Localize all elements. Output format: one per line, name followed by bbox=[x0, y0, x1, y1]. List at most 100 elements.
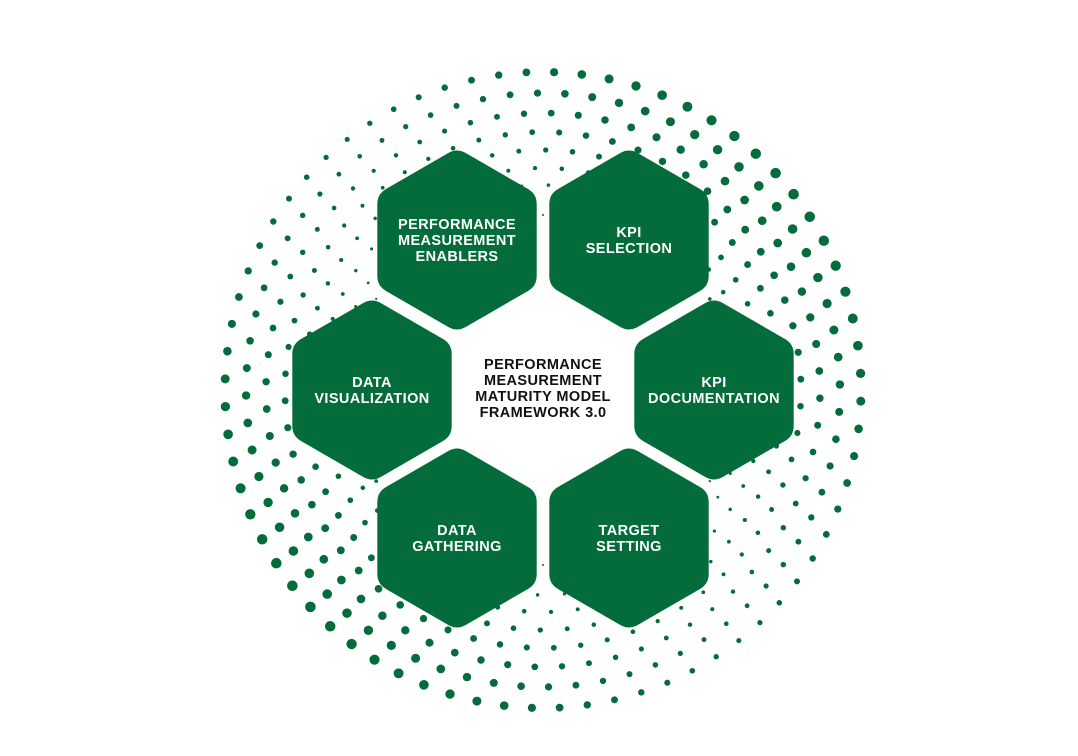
halo-dot bbox=[227, 319, 236, 328]
halo-dot bbox=[703, 187, 712, 196]
halo-dot bbox=[270, 218, 277, 225]
halo-dot bbox=[317, 191, 323, 197]
halo-dot bbox=[840, 286, 851, 297]
halo-dot bbox=[235, 293, 243, 301]
halo-dot bbox=[750, 148, 762, 159]
halo-dot bbox=[816, 394, 824, 402]
halo-dot bbox=[256, 242, 264, 250]
halo-dot bbox=[531, 663, 539, 671]
halo-dot bbox=[788, 456, 795, 463]
halo-dot bbox=[818, 488, 826, 496]
halo-dot bbox=[243, 418, 253, 428]
halo-dot bbox=[375, 297, 378, 301]
halo-dot bbox=[314, 305, 320, 311]
halo-dot bbox=[569, 148, 576, 155]
halo-dot bbox=[374, 479, 379, 483]
halo-dot bbox=[252, 310, 260, 318]
halo-dot bbox=[235, 483, 246, 494]
halo-dot bbox=[371, 168, 376, 173]
halo-dot bbox=[362, 519, 368, 526]
halo-dot bbox=[299, 212, 306, 219]
halo-dot bbox=[574, 111, 582, 119]
halo-dot bbox=[611, 696, 618, 704]
halo-dot bbox=[608, 138, 616, 145]
halo-dot bbox=[541, 563, 545, 567]
halo-dot bbox=[710, 607, 715, 612]
halo-dot bbox=[652, 662, 659, 668]
halo-dot bbox=[344, 136, 350, 142]
halo-dot bbox=[506, 91, 514, 99]
halo-dot bbox=[367, 120, 373, 126]
halo-dot bbox=[489, 153, 495, 158]
halo-dot bbox=[630, 629, 636, 635]
halo-dot bbox=[402, 170, 407, 175]
halo-dot bbox=[627, 123, 636, 132]
halo-dot bbox=[701, 590, 706, 595]
hexagon-label-line: DATA bbox=[437, 523, 477, 539]
halo-dot bbox=[450, 648, 459, 657]
halo-dot bbox=[833, 352, 843, 362]
halo-dot bbox=[527, 703, 537, 712]
halo-dot bbox=[323, 154, 329, 161]
halo-dot bbox=[321, 524, 330, 533]
hexagon-label-line: SETTING bbox=[596, 539, 662, 555]
halo-dot bbox=[537, 627, 543, 633]
halo-dot bbox=[506, 168, 511, 173]
halo-dot bbox=[638, 646, 644, 652]
halo-dot bbox=[366, 281, 370, 285]
halo-dot bbox=[802, 475, 809, 482]
halo-dot bbox=[789, 322, 797, 330]
halo-dot bbox=[284, 424, 292, 432]
halo-dot bbox=[342, 223, 347, 228]
halo-dot bbox=[751, 459, 756, 464]
halo-dot bbox=[477, 656, 485, 664]
halo-dot bbox=[578, 642, 584, 648]
halo-dot bbox=[436, 664, 446, 674]
halo-dot bbox=[287, 273, 294, 280]
halo-dot bbox=[363, 625, 374, 636]
halo-dot bbox=[282, 370, 289, 378]
halo-dot bbox=[228, 456, 239, 467]
halo-dot bbox=[254, 471, 264, 482]
halo-dot bbox=[336, 546, 345, 555]
halo-dot bbox=[780, 561, 787, 568]
center-title-line: MEASUREMENT bbox=[484, 373, 602, 389]
halo-dot bbox=[462, 672, 472, 682]
halo-dot bbox=[713, 654, 719, 660]
halo-dot bbox=[380, 185, 385, 190]
halo-dot bbox=[794, 348, 802, 356]
halo-dot bbox=[336, 171, 342, 177]
halo-dot bbox=[303, 532, 313, 542]
halo-dot bbox=[242, 364, 251, 373]
halo-dot bbox=[264, 351, 272, 359]
halo-dot bbox=[337, 575, 346, 585]
halo-dot bbox=[331, 205, 337, 211]
halo-dot bbox=[543, 147, 549, 153]
halo-dot bbox=[504, 661, 512, 669]
halo-dot bbox=[822, 530, 830, 538]
halo-dot bbox=[766, 469, 772, 475]
halo-dot bbox=[308, 500, 316, 509]
halo-dot bbox=[370, 247, 374, 251]
halo-dot bbox=[290, 508, 300, 518]
halo-dot bbox=[350, 186, 356, 191]
halo-dot bbox=[324, 621, 336, 632]
halo-dot bbox=[288, 546, 299, 556]
halo-dot bbox=[809, 448, 817, 456]
halo-dot bbox=[780, 524, 787, 531]
halo-dot bbox=[401, 626, 410, 635]
halo-dot bbox=[411, 653, 421, 663]
halo-dot bbox=[797, 402, 804, 410]
halo-dot bbox=[834, 505, 842, 513]
halo-dot bbox=[588, 93, 597, 102]
halo-dot bbox=[347, 497, 354, 504]
halo-dot bbox=[723, 621, 729, 627]
halo-dot bbox=[419, 679, 429, 690]
halo-dot bbox=[322, 488, 329, 496]
halo-dot bbox=[247, 445, 257, 455]
